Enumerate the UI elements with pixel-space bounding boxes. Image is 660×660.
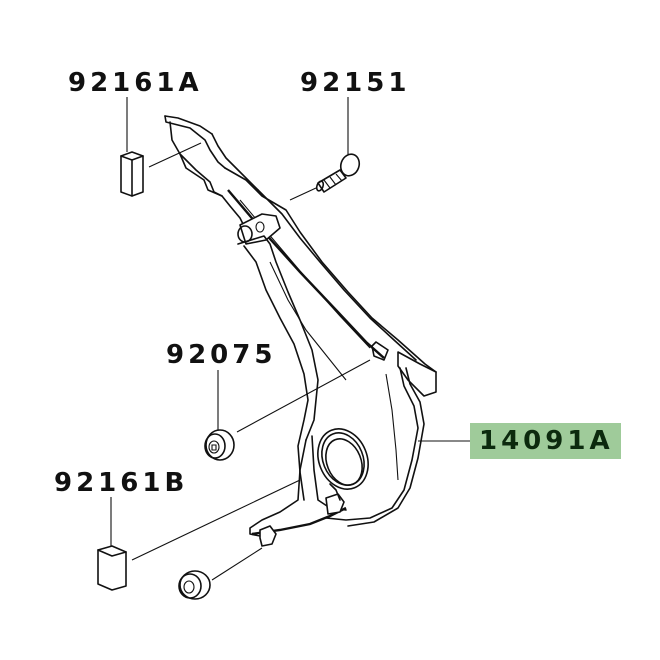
pad-92161a-part[interactable]: [120, 151, 144, 197]
grommet-92075-upper-part[interactable]: [204, 429, 235, 461]
chain-cover-part[interactable]: [164, 115, 437, 547]
part-label-92161b[interactable]: 92161B: [54, 468, 189, 498]
leader-92161a-to-cover: [148, 142, 202, 168]
leader-92075-to-cover: [236, 359, 371, 433]
pad-92161b-part[interactable]: [97, 545, 127, 591]
part-label-92161a[interactable]: 92161A: [68, 68, 203, 98]
leader-grommet-lower: [211, 547, 263, 581]
part-label-92151[interactable]: 92151: [300, 68, 411, 98]
bolt-92151-part[interactable]: [315, 152, 362, 193]
grommet-92075-lower-part[interactable]: [178, 570, 211, 600]
part-label-92075[interactable]: 92075: [166, 340, 277, 370]
leader-92161b-to-cover: [131, 479, 301, 561]
leader-92151-to-cover: [289, 187, 317, 201]
part-label-14091a-highlighted[interactable]: 14091A: [470, 423, 621, 459]
